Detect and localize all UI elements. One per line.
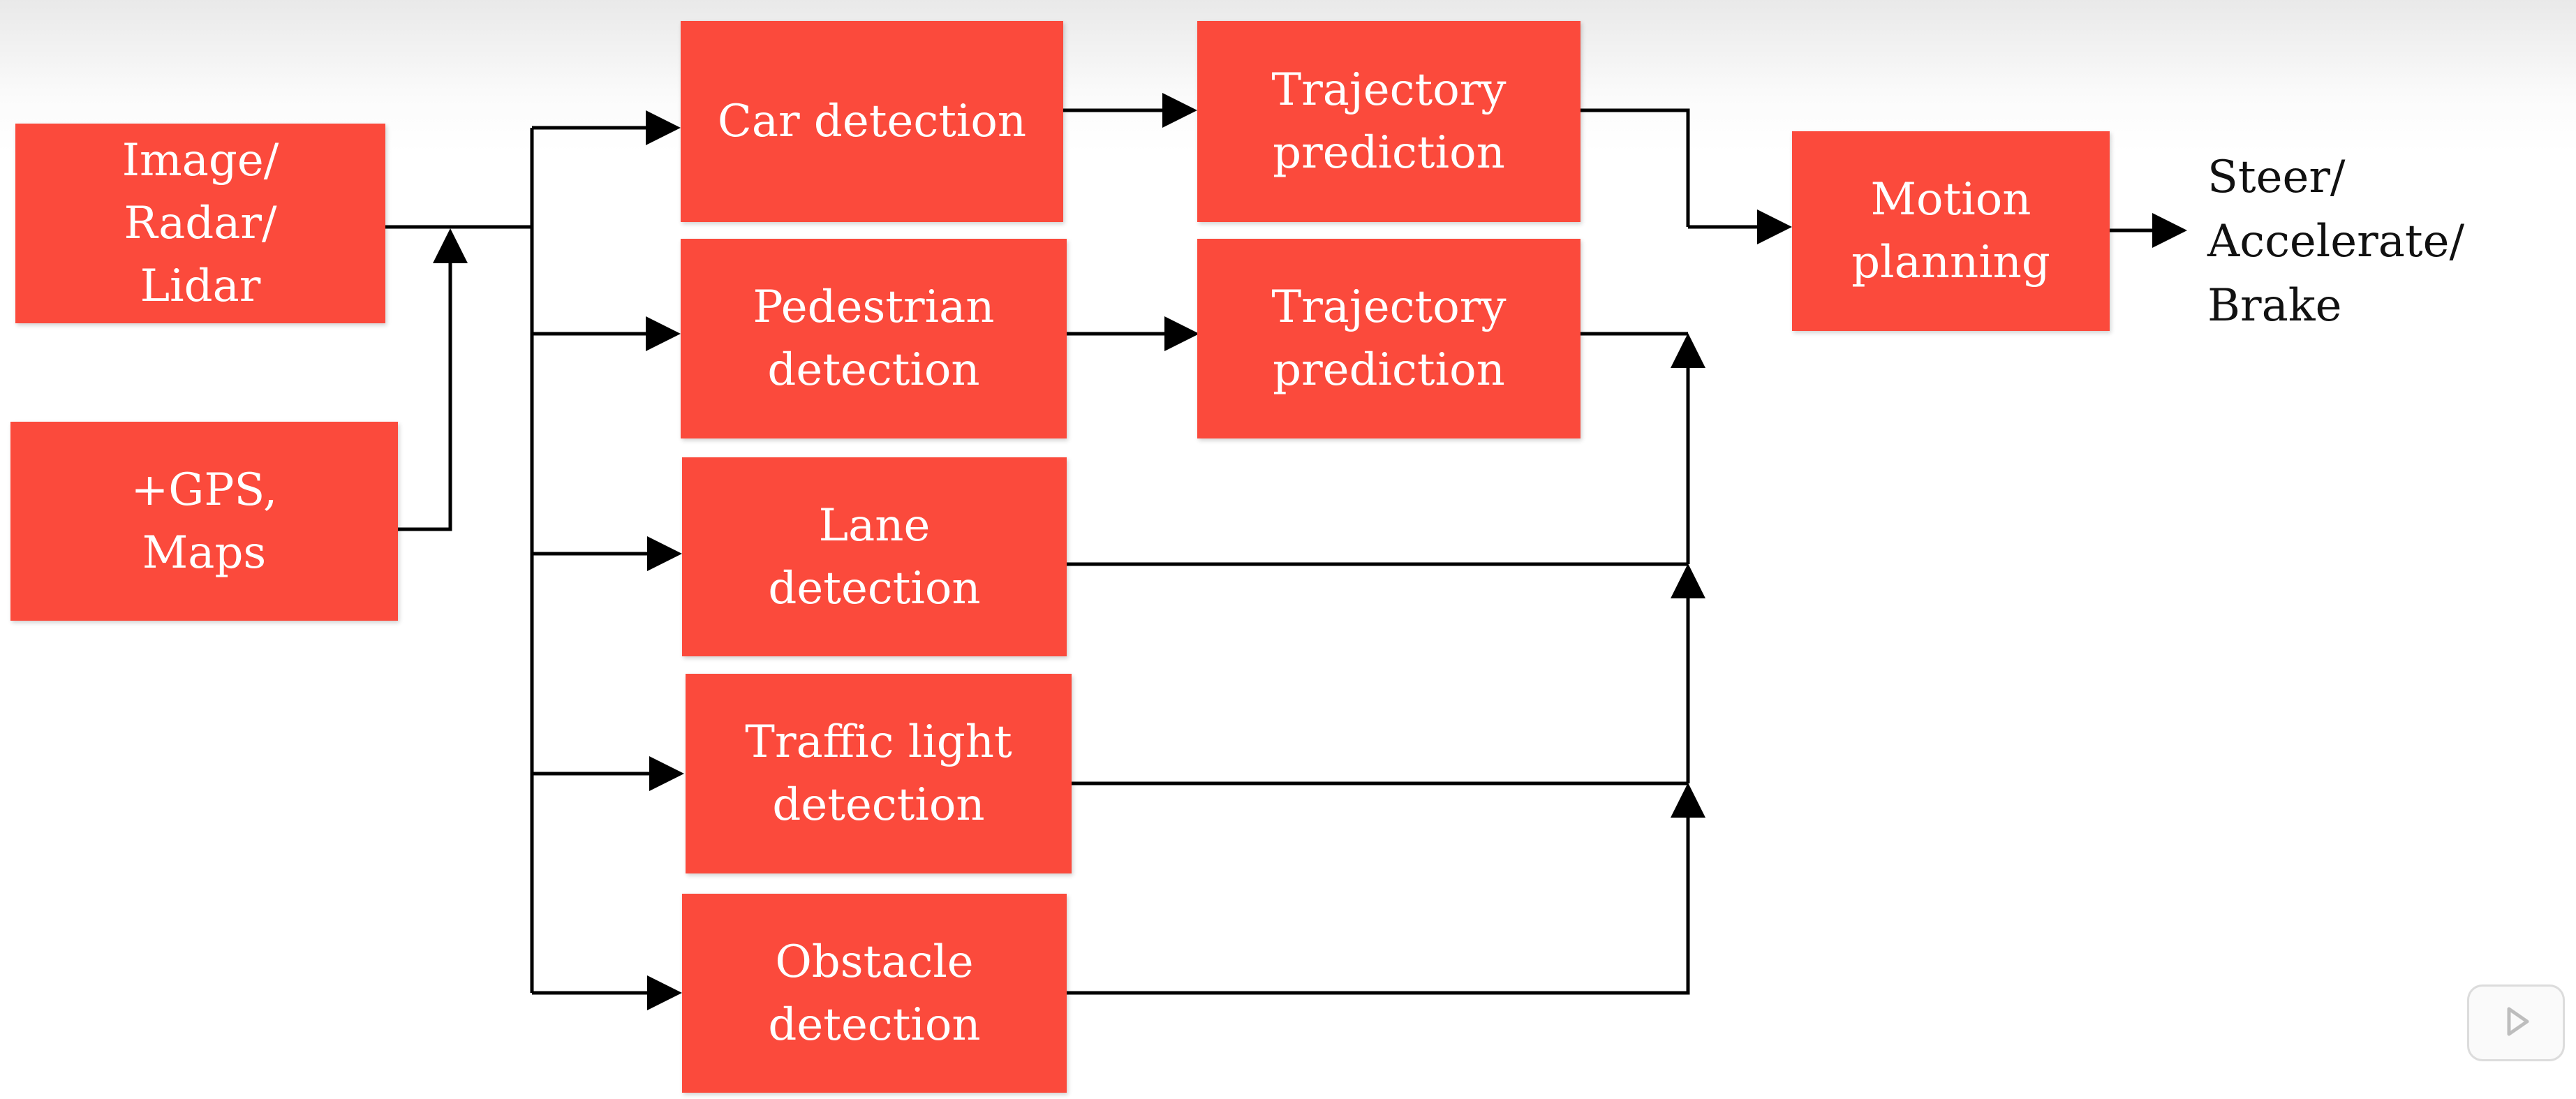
video-play-button[interactable] <box>2467 984 2565 1061</box>
pedestrian-detection-block: Pedestrian detection <box>681 239 1067 438</box>
trajectory-car-to-merge-line <box>1581 108 1690 227</box>
trajectory-prediction-car-block: Trajectory prediction <box>1197 21 1581 222</box>
gps-to-sensors-arrow <box>398 228 468 531</box>
obstacle-to-merge-arrow <box>1067 783 1705 995</box>
play-icon <box>2495 1001 2537 1045</box>
lane-detection-block: Lane detection <box>682 457 1067 656</box>
obstacle-detection-block: Obstacle detection <box>682 894 1067 1093</box>
gps-maps-block: +GPS, Maps <box>10 422 398 621</box>
car-detection-block: Car detection <box>681 21 1063 222</box>
motion-planning-block: Motion planning <box>1792 131 2110 331</box>
trajectory-prediction-pedestrian-block: Trajectory prediction <box>1197 239 1581 438</box>
sensors-block: Image/ Radar/ Lidar <box>15 124 385 323</box>
traffic-light-detection-block: Traffic light detection <box>686 674 1072 873</box>
output-label: Steer/ Accelerate/ Brake <box>2207 152 2465 332</box>
